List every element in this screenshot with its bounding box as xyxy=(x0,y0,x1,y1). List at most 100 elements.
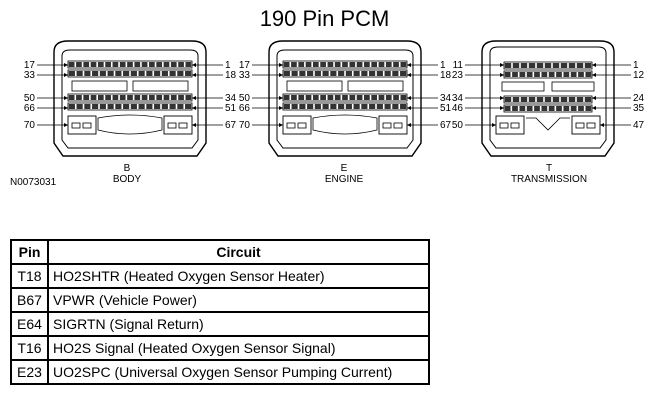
pin-cavity xyxy=(90,95,97,100)
pin-cavity xyxy=(76,95,82,100)
pin-cavity xyxy=(400,62,407,67)
pin-cavity xyxy=(283,95,290,100)
pin-cavity xyxy=(177,71,184,76)
pin-cavity xyxy=(361,71,368,76)
pin-cavity xyxy=(68,62,75,67)
leader-arrowhead xyxy=(600,123,604,127)
pin-cavity xyxy=(307,71,314,76)
pin-cavity xyxy=(154,104,161,109)
pin-cavity xyxy=(119,95,126,100)
pin-cavity xyxy=(384,104,391,109)
table-row: E23 UO2SPC (Universal Oxygen Sensor Pump… xyxy=(10,359,430,385)
pin-cavity xyxy=(283,62,290,67)
connector-inner-outline xyxy=(61,49,199,149)
pin-number-label: 1 xyxy=(440,60,446,71)
circuit-cell: HO2SHTR (Heated Oxygen Sensor Heater) xyxy=(47,263,430,289)
power-pin xyxy=(82,122,92,129)
diagram-title: 190 Pin PCM xyxy=(259,6,390,31)
pin-cavity xyxy=(548,106,555,111)
power-pin xyxy=(575,122,585,129)
pin-cavity xyxy=(146,104,153,109)
leader-arrowhead xyxy=(500,73,504,77)
pin-cavity xyxy=(115,104,122,109)
pin-number-label: 33 xyxy=(24,70,36,81)
pin-cavity xyxy=(291,62,297,67)
pin-number-label: 24 xyxy=(633,93,645,104)
pin-cavity xyxy=(141,95,148,100)
pin-cavity xyxy=(526,106,533,111)
pin-cavity xyxy=(400,104,407,109)
power-pin xyxy=(178,122,188,129)
pin-row-4 xyxy=(282,102,408,111)
pin-cavity xyxy=(520,97,528,102)
pin-cavity xyxy=(312,95,319,100)
pin-cavity xyxy=(178,62,184,67)
power-pin xyxy=(499,122,509,129)
pin-cavity xyxy=(384,71,391,76)
pin-number-label: 70 xyxy=(239,120,251,131)
pin-cavity xyxy=(334,62,341,67)
leader-arrowhead xyxy=(500,96,504,100)
pin-cavity xyxy=(330,104,337,109)
leader-arrowhead xyxy=(592,73,596,77)
leader-arrowhead xyxy=(64,73,68,77)
pin-cavity xyxy=(138,71,145,76)
pin-cavity xyxy=(504,72,511,77)
pin-cavity xyxy=(76,62,82,67)
pin-cavity xyxy=(307,104,314,109)
pin-cavity xyxy=(134,95,141,100)
pin-number-label: 51 xyxy=(225,103,237,114)
pin-cavity xyxy=(364,62,370,67)
pin-cavity xyxy=(138,104,145,109)
pin-cavity xyxy=(349,62,356,67)
blank-slot xyxy=(551,81,595,92)
blank-slot xyxy=(71,80,128,92)
blank-slot xyxy=(286,80,343,92)
pin-cavity xyxy=(320,95,326,100)
pin-number-label: 1 xyxy=(633,60,639,71)
pin-cavity xyxy=(552,97,560,102)
pin-number-label: 50 xyxy=(24,93,36,104)
power-pin xyxy=(382,122,392,129)
connector-name-body: BODY xyxy=(112,174,142,185)
pin-cavity xyxy=(526,72,533,77)
pin-cavity xyxy=(99,104,106,109)
pin-cavity xyxy=(334,95,341,100)
pin-cavity xyxy=(123,104,130,109)
table-header-row: Pin Circuit xyxy=(10,239,430,265)
pin-cavity xyxy=(552,63,560,68)
polarizing-key xyxy=(526,117,570,131)
pin-cavity xyxy=(369,104,376,109)
leader-arrowhead xyxy=(64,123,68,127)
pin-cavity xyxy=(327,95,334,100)
connector-label-transmission: T TRANSMISSION xyxy=(489,163,609,185)
pin-number-label: 18 xyxy=(225,70,237,81)
power-pin xyxy=(286,122,296,129)
pin-cavity xyxy=(163,95,170,100)
pin-cavity xyxy=(90,62,97,67)
pin-cavity xyxy=(512,72,518,77)
pin-cavity xyxy=(345,104,352,109)
pin-cavity xyxy=(356,95,363,100)
leader-arrowhead xyxy=(64,106,68,110)
pin-cavity xyxy=(528,97,536,102)
pin-cavity xyxy=(169,71,176,76)
connector-label-body: B BODY xyxy=(67,163,187,185)
leader-arrowhead xyxy=(279,96,283,100)
pin-cavity xyxy=(163,62,170,67)
leader-arrowhead xyxy=(192,123,196,127)
pin-cavity xyxy=(283,104,290,109)
pin-cavity xyxy=(342,62,348,67)
pin-cavity xyxy=(161,71,168,76)
pin-cavity xyxy=(541,72,548,77)
pin-number-label: 50 xyxy=(239,93,251,104)
pin-cell: E23 xyxy=(10,359,49,385)
pin-cavity xyxy=(185,95,192,100)
pin-number-label: 34 xyxy=(225,93,237,104)
connector-letter-e: E xyxy=(340,163,348,174)
pin-cavity xyxy=(536,63,544,68)
table-row: T18 HO2SHTR (Heated Oxygen Sensor Heater… xyxy=(10,263,430,289)
pin-number-label: 51 xyxy=(440,103,452,114)
pin-cavity xyxy=(504,63,512,68)
